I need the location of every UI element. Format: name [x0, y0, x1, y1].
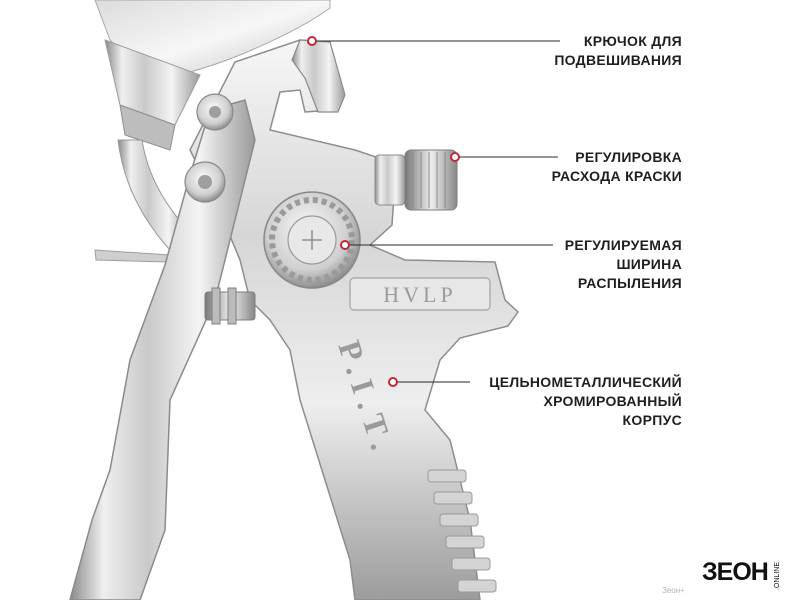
callout-line: Цельнометаллический: [489, 374, 682, 390]
callout-hook: Крючок для подвешивания: [554, 32, 682, 70]
brand-logo-suffix: .ONLINE: [774, 562, 781, 591]
callout-body: Цельнометаллический хромированный корпус: [489, 373, 682, 430]
callout-line: распыления: [577, 275, 682, 291]
spray-width-wheel: [263, 191, 361, 289]
paint-cup: [94, 0, 331, 151]
callout-line: Регулируемая: [564, 237, 682, 253]
trigger: [69, 93, 256, 600]
callout-leaders: [307, 36, 560, 387]
callout-spray-width: Регулируемая ширина распыления: [565, 236, 682, 293]
callout-line: хромированный: [543, 393, 682, 409]
callout-line: Крючок для: [583, 33, 682, 49]
callout-line: Регулировка: [575, 149, 682, 165]
brand-logo: ЗЕОН .ONLINE: [702, 558, 792, 591]
brand-logo-text: ЗЕОН: [702, 558, 769, 586]
gun-body: HVLP: [189, 39, 519, 600]
callout-line: подвешивания: [554, 52, 682, 68]
fluid-adjust-knob: [374, 149, 458, 211]
callout-fluid-adjust: Регулировка расхода краски: [552, 148, 682, 186]
rear-rod: [94, 139, 191, 263]
air-valve: [204, 287, 256, 325]
callout-line: расхода краски: [551, 168, 682, 184]
watermark: Зеон+: [662, 586, 685, 595]
callout-line: корпус: [622, 412, 682, 428]
callout-line: ширина: [616, 256, 682, 272]
hvlp-engraving: HVLP: [383, 282, 456, 307]
